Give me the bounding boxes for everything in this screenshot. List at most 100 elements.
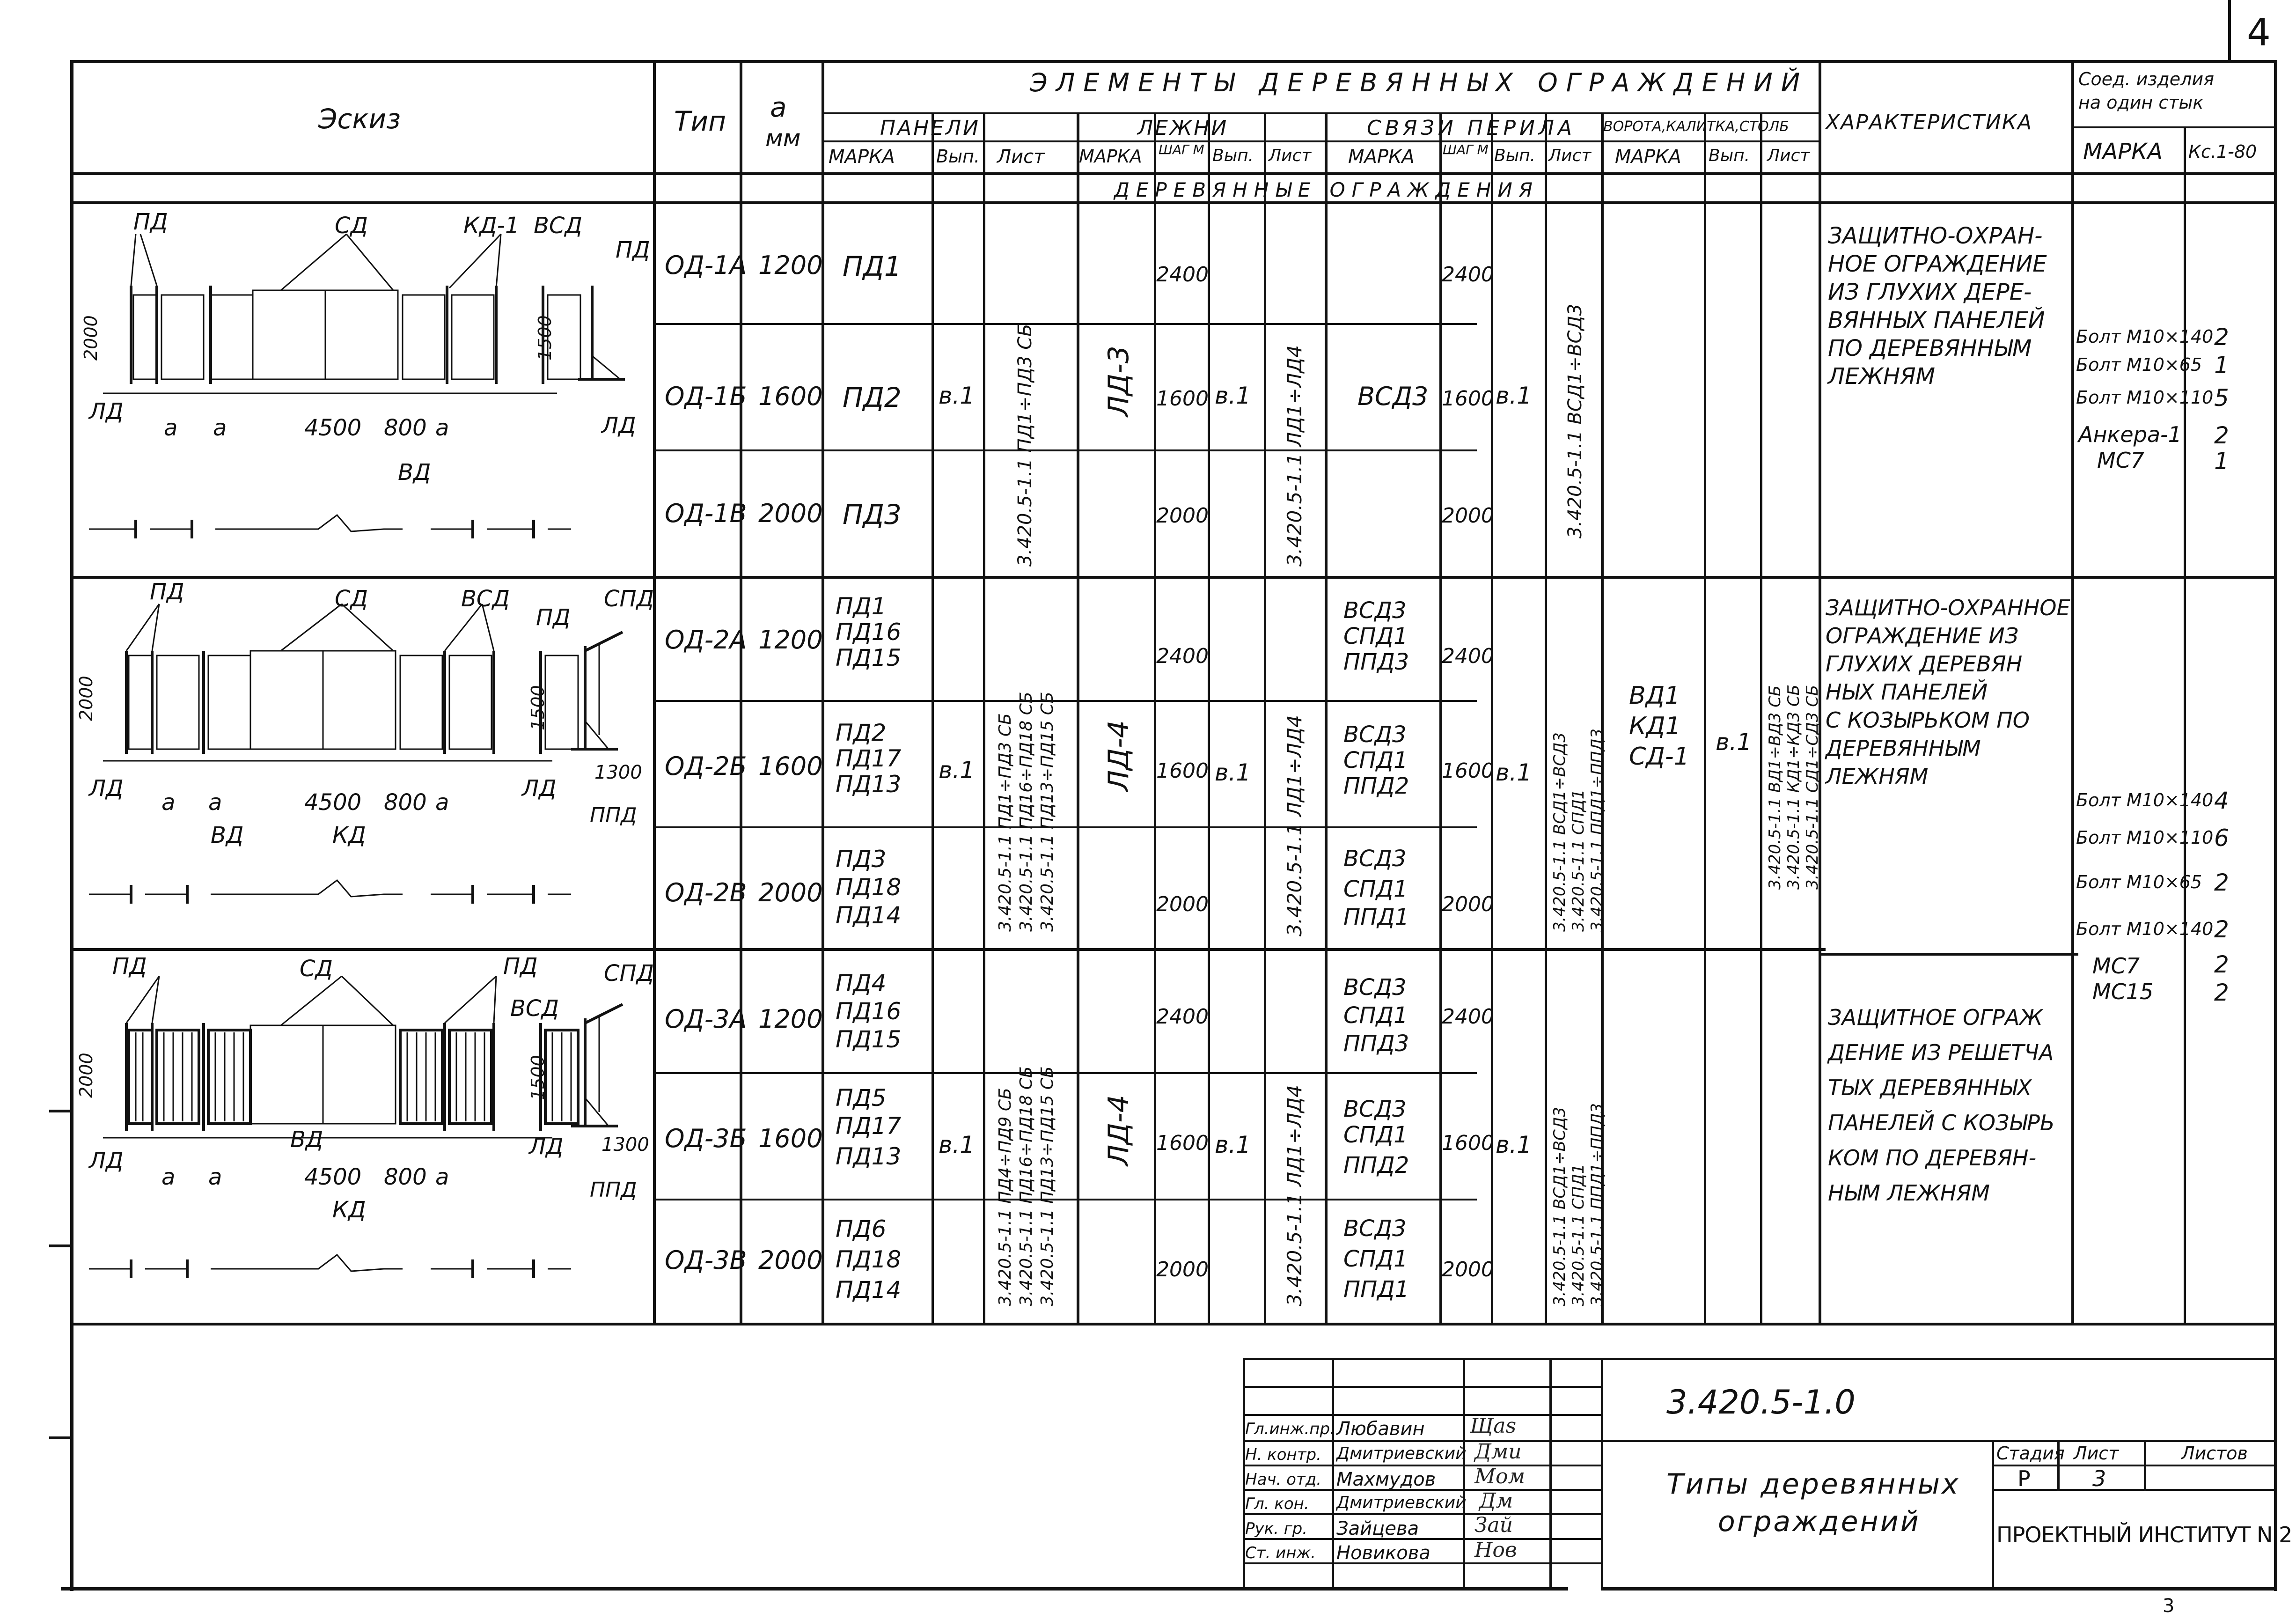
sketch-dim-a3: a [435, 789, 449, 816]
connection-qty: 2 [2214, 951, 2229, 978]
log-sheet: 3.420.5-1.1 ЛД1÷ЛД4 [1283, 1084, 1306, 1306]
fence-sketch-3 [89, 975, 624, 1278]
sketch-dim-span: 4500 [304, 1164, 362, 1190]
log-vyp: в.1 [1215, 759, 1251, 786]
header-log-vyp: Вып. [1212, 146, 1254, 165]
sketch-label-vsd: ВСД [534, 213, 582, 239]
row-panel: ПД13 [836, 771, 902, 798]
panel-vyp: в.1 [939, 382, 975, 409]
row-panel: ПД1 [836, 593, 887, 620]
row-tie: СПД1 [1343, 747, 1408, 773]
gate-sheet: 3.420.5-1.1 КД1÷КД3 СБ [1784, 685, 1803, 890]
row-a: 2000 [758, 499, 823, 528]
doc-title-line1: Типы деревянных [1666, 1468, 1960, 1501]
sketch-label-ppd: ППД [590, 803, 637, 827]
tie-vyp: в.1 [1496, 1131, 1532, 1158]
row-panel: ПД17 [836, 1112, 902, 1140]
tie-sheet: 3.420.5-1.1 СПД1 [1569, 789, 1588, 932]
row-panel: ПД17 [836, 745, 902, 772]
row-a: 1600 [758, 382, 823, 411]
row-panel: ПД14 [836, 1276, 902, 1303]
sketch-dim-h2: 1500 [528, 685, 548, 730]
connection-mark: Болт М10×65 [2076, 354, 2202, 375]
sketch-label-vsd: ВСД [461, 586, 510, 612]
tie-sheet: 3.420.5-1.1 ВСД1÷ВСД3 [1550, 1107, 1569, 1306]
sketch-label-ld2: ЛД [602, 412, 636, 439]
row-panel: ПД5 [836, 1084, 887, 1112]
row-a: 1200 [758, 1004, 823, 1034]
header-logs: ЛЕЖНИ [1137, 116, 1229, 140]
header-tie-sheet: Лист [1548, 146, 1592, 165]
header-connect-mark: МАРКА [2083, 139, 2163, 165]
doc-code: 3.420.5-1.0 [1666, 1383, 1856, 1421]
header-connect-qty: Кс.1-80 [2188, 141, 2257, 162]
row-tie: ППД2 [1343, 1152, 1409, 1178]
sketch-label-kd: КД-1 [463, 213, 520, 239]
sketch-dim-a1: a [161, 789, 176, 816]
header-tie-step: ШАГ М [1443, 142, 1489, 157]
sketch-dim-1300: 1300 [602, 1134, 649, 1156]
row-tie: ВСД3 [1343, 722, 1407, 748]
row-a: 2000 [758, 1245, 823, 1275]
row-a: 1600 [758, 751, 823, 781]
row-tie: СПД1 [1343, 1002, 1408, 1029]
log-mark: ЛД-3 [1102, 346, 1135, 417]
panel-vyp: в.1 [939, 757, 975, 784]
connection-mark: Болт М10×140 [2076, 790, 2214, 810]
sketch-label-ld: ЛД [89, 398, 124, 425]
characteristic-line: НОЕ ОГРАЖДЕНИЕ [1828, 251, 2047, 277]
sketch-label-ld: ЛД [89, 1148, 124, 1174]
characteristic-line: ОГРАЖДЕНИЕ ИЗ [1826, 623, 2019, 648]
connection-mark: Анкера-1 [2078, 422, 2182, 447]
connection-qty: 6 [2214, 825, 2229, 852]
log-vyp: в.1 [1215, 382, 1251, 409]
sketch-dim-800: 800 [384, 1164, 427, 1190]
connection-qty: 2 [2214, 869, 2229, 896]
log-sheet: 3.420.5-1.1 ЛД1÷ЛД4 [1283, 714, 1306, 936]
connection-qty: 2 [2214, 324, 2229, 351]
panel-sheet: 3.420.5-1.1 ПД13÷ПД15 СБ [1038, 1066, 1057, 1306]
staff-signature: Мом [1474, 1465, 1526, 1488]
sketch-dim-a1: a [164, 415, 178, 441]
characteristic-line: С КОЗЫРЬКОМ ПО [1826, 707, 2030, 733]
header-log-mark: МАРКА [1079, 146, 1142, 167]
panel-sheet: 3.420.5-1.1 ПД16÷ПД18 СБ [1017, 1066, 1036, 1306]
sketch-label-vd: ВД [211, 822, 244, 848]
connection-mark: Болт М10×110 [2076, 827, 2214, 848]
staff-signature: Нов [1474, 1538, 1517, 1562]
header-tie-vyp: Вып. [1494, 146, 1536, 165]
sketch-label-kd: КД [332, 822, 366, 848]
stage-value: Р [2017, 1466, 2031, 1491]
row-type: ОД-3В [665, 1245, 747, 1275]
header-a: a [770, 91, 787, 123]
tie-sheet: 3.420.5-1.1 ВСД1÷ВСД3 [1564, 303, 1586, 538]
sketch-label-spd: СПД [604, 586, 654, 612]
row-type: ОД-1А [665, 250, 747, 280]
staff-role: Рук. гр. [1245, 1519, 1308, 1538]
connection-mark: МС15 [2092, 979, 2154, 1004]
row-tie: СПД1 [1343, 1122, 1408, 1148]
connection-qty: 1 [2214, 352, 2229, 379]
sketch-label-sd: СД [335, 213, 368, 239]
connection-mark: Болт М10×65 [2076, 872, 2202, 892]
characteristic-line: ИЗ ГЛУХИХ ДЕРЕ- [1828, 279, 2032, 305]
sketch-dim-a2: a [208, 789, 222, 816]
connection-qty: 2 [2214, 916, 2229, 943]
characteristic-line: ПАНЕЛЕЙ С КОЗЫРЬ [1828, 1110, 2055, 1135]
staff-signature: Щаs [1470, 1414, 1517, 1438]
sketch-dim-1300: 1300 [594, 762, 642, 783]
header-connect-line2: на один стык [2078, 92, 2204, 113]
sketch-dim-span: 4500 [304, 789, 362, 816]
row-panel: ПД1 [843, 250, 902, 282]
staff-role: Нач. отд. [1245, 1470, 1322, 1489]
row-tie: ППД1 [1343, 904, 1409, 930]
header-tie-mark: МАРКА [1348, 146, 1415, 168]
sketch-label-pd2: ПД [536, 604, 571, 631]
row-panel: ПД16 [836, 619, 902, 646]
sketch-label-ld2: ЛД [522, 775, 557, 802]
staff-role: Н. контр. [1245, 1445, 1321, 1464]
tie-vyp: в.1 [1496, 759, 1532, 786]
sketch-dim-800: 800 [384, 415, 427, 441]
row-type: ОД-3А [665, 1004, 747, 1034]
panel-sheet: 3.420.5-1.1 ПД1÷ПД3 СБ [996, 713, 1015, 932]
